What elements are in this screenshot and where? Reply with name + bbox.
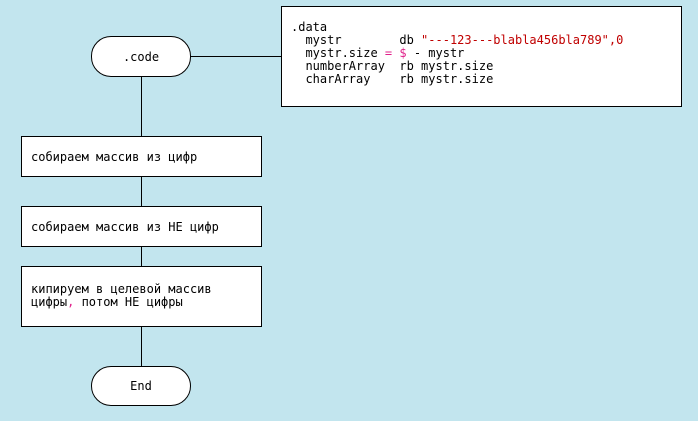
step3-line2-b: потом НЕ цифры [74,295,183,309]
data-line-2: mystr db "---123---blabla456bla789",0 [291,34,681,47]
data-line-3-name: mystr.size [291,46,385,60]
data-line-3-operator: = $ [384,46,407,60]
data-line-3: mystr.size = $ - mystr [291,47,681,60]
connector-start-to-step1 [141,76,142,136]
step3-line1: кипируем в целевой массив [31,282,212,296]
step3-line2-a: цифры [31,295,68,309]
process-step-collect-non-digits: собираем массив из НЕ цифр [21,206,262,247]
data-line-3-expr: - mystr [406,46,465,60]
start-terminal: .code [91,36,191,77]
end-label: End [130,379,152,393]
step3-line2-comma: , [67,295,75,309]
data-line-2-string: "---123---blabla456bla789" [421,33,609,47]
data-section-box: .data mystr db "---123---blabla456bla789… [281,6,682,107]
data-line-5: charArray rb mystr.size [291,72,494,86]
connector-start-to-data [190,56,281,57]
step2-label: собираем массив из НЕ цифр [31,219,219,234]
data-line-2-terminator: ,0 [608,33,624,47]
process-step-collect-digits: собираем массив из цифр [21,136,262,177]
data-line-2-decl: mystr db [291,33,422,47]
step1-label: собираем массив из цифр [31,149,198,164]
data-line-4: numberArray rb mystr.size [291,59,494,73]
data-line-1: .data [291,20,328,34]
connector-step1-to-step2 [141,176,142,206]
step3-text: кипируем в целевой массив цифры, потом Н… [31,283,212,309]
end-terminal: End [91,366,191,406]
process-step-copy-to-target: кипируем в целевой массив цифры, потом Н… [21,266,262,327]
start-label: .code [122,49,160,64]
connector-step2-to-step3 [141,246,142,266]
connector-step3-to-end [141,326,142,366]
